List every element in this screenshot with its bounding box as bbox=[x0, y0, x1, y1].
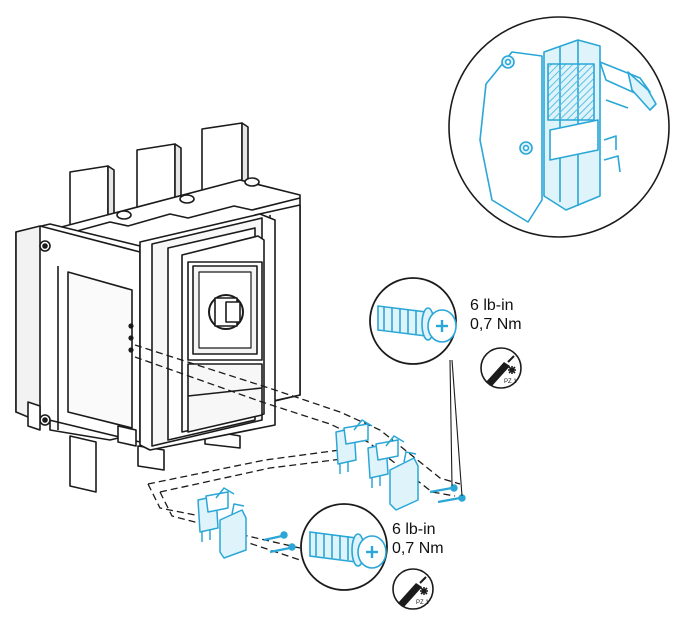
contact-cover-lower bbox=[219, 509, 247, 559]
bit-size-label: PZ 1 bbox=[504, 379, 517, 385]
screwdriver-icon: PZ 1 bbox=[392, 568, 434, 610]
fixing-screws-lower bbox=[263, 531, 296, 554]
torque-metric: 0,7 Nm bbox=[470, 316, 522, 333]
auxiliary-contacts-upper bbox=[335, 419, 419, 511]
contact-cover-upper bbox=[389, 457, 419, 511]
torque-spec-lower: 6 lb-in 0,7 Nm bbox=[392, 520, 444, 558]
auxiliary-contacts-lower bbox=[197, 487, 247, 559]
detail-magnifier bbox=[448, 16, 670, 238]
leader-lines-upper bbox=[449, 359, 463, 497]
torque-metric: 0,7 Nm bbox=[392, 540, 444, 557]
screwdriver-icon: PZ 1 bbox=[480, 347, 522, 389]
top-screw-heads bbox=[116, 177, 260, 220]
torque-spec-upper: 6 lb-in 0,7 Nm bbox=[470, 296, 522, 334]
switch-disconnector bbox=[15, 122, 301, 493]
bit-size-label: PZ 1 bbox=[416, 600, 429, 606]
screw-detail-icon bbox=[369, 277, 457, 365]
torque-imperial: 6 lb-in bbox=[392, 521, 436, 538]
torque-imperial: 6 lb-in bbox=[470, 297, 514, 314]
screw-detail-icon bbox=[300, 503, 388, 591]
fixing-screws-upper bbox=[429, 484, 466, 504]
